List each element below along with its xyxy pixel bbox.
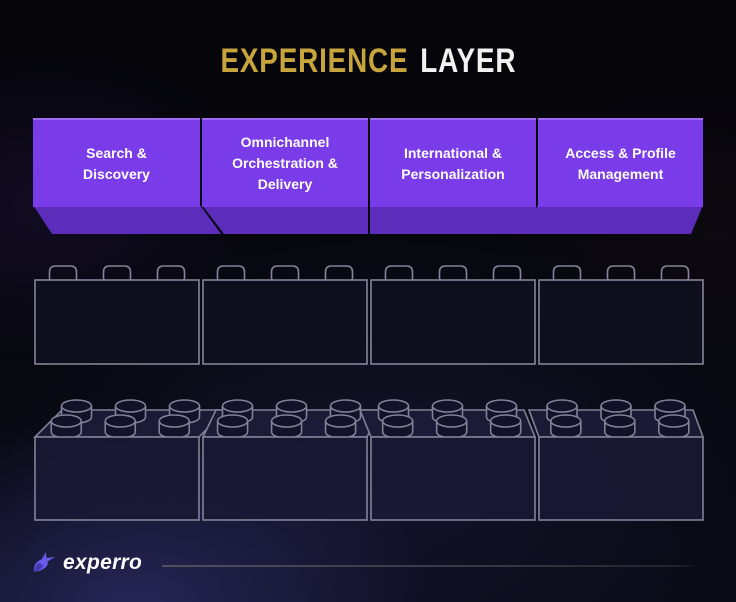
- flat-bricks-drawing: [34, 265, 704, 365]
- layer-block-label: Search & Discovery: [83, 144, 150, 182]
- page-title: EXPERIENCE LAYER: [0, 42, 736, 81]
- bevel-skirt-2: [202, 205, 368, 234]
- experro-bird-icon: [33, 552, 55, 572]
- brand-name: experro: [63, 550, 143, 574]
- layer-block-access-profile: Access & Profile Management: [538, 118, 703, 207]
- layer-block-international: International & Personalization: [370, 118, 536, 207]
- layer-block-label: International & Personalization: [401, 144, 505, 182]
- title-rest-text: LAYER: [419, 42, 516, 80]
- brand-lockup: experro: [31, 549, 142, 576]
- layer-block-label: Access & Profile Management: [565, 144, 676, 182]
- layer-block-omnichannel: Omnichannel Orchestration & Delivery: [202, 118, 368, 207]
- title-highlight-text: EXPERIENCE: [220, 42, 409, 80]
- layer-block-search-discovery: Search & Discovery: [33, 118, 200, 207]
- flat-brick-row: [0, 263, 736, 367]
- bevel-skirt-4: [520, 205, 703, 234]
- bevel-skirt-1: [33, 205, 221, 234]
- bevel-skirt-3: [370, 205, 536, 234]
- layer-block-label: Omnichannel Orchestration & Delivery: [232, 134, 338, 192]
- experience-layer-row: Search & Discovery Omnichannel Orchestra…: [0, 0, 736, 240]
- assembled-bricks-drawing: [33, 399, 705, 521]
- assembled-brick-row: [0, 392, 736, 526]
- footer-divider-line: [162, 565, 698, 567]
